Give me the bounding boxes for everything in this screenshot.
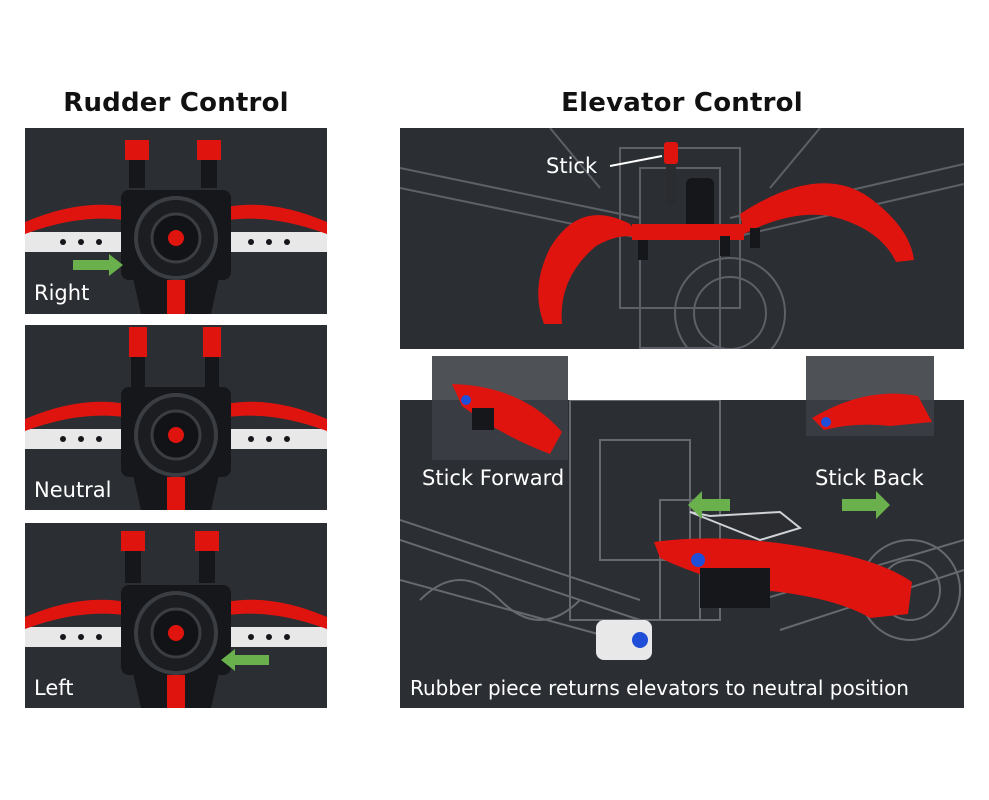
elevator-control-title: Elevator Control [400, 88, 964, 118]
rudder-neutral-panel: Neutral [25, 325, 327, 510]
stick-back-inset [806, 356, 934, 436]
rudder-control-title: Rudder Control [25, 88, 327, 118]
stick-forward-label: Stick Forward [422, 468, 564, 489]
stick-forward-inset-illustration [432, 356, 568, 460]
stick-back-label: Stick Back [815, 468, 924, 489]
elevator-top-illustration [400, 128, 964, 349]
elevator-caption: Rubber piece returns elevators to neutra… [410, 678, 909, 698]
elevator-top-panel: Stick [400, 128, 964, 349]
stick-forward-inset [432, 356, 568, 460]
rudder-left-label: Left [34, 678, 74, 699]
stick-back-inset-illustration [806, 356, 934, 436]
arrow-back-icon [842, 491, 890, 519]
stick-label: Stick [546, 156, 597, 177]
rudder-left-panel: Left [25, 523, 327, 708]
rudder-right-label: Right [34, 283, 89, 304]
arrow-right-icon [73, 254, 123, 276]
rudder-neutral-label: Neutral [34, 480, 112, 501]
rudder-right-panel: Right [25, 128, 327, 314]
